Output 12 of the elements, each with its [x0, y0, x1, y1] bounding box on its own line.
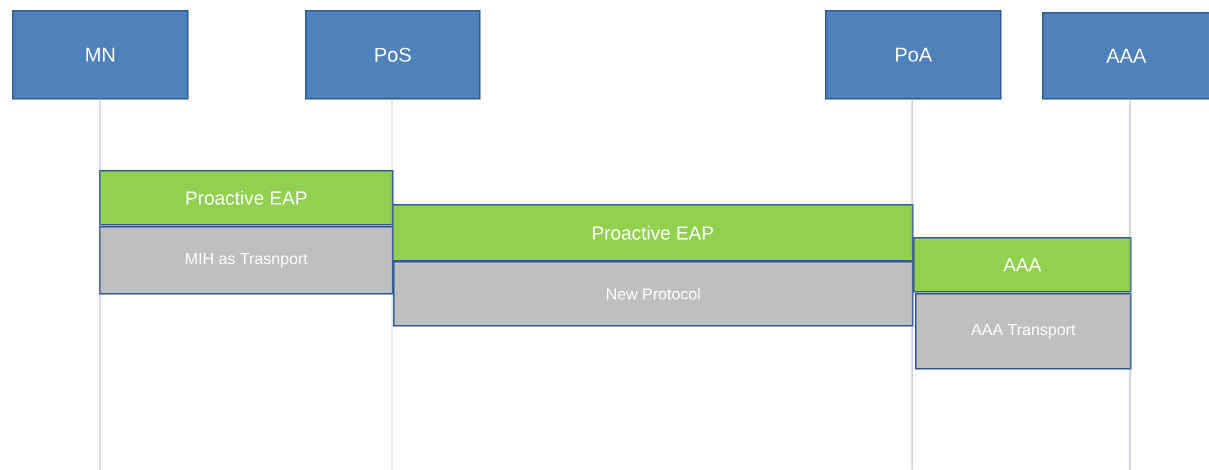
transport-box: AAA Transport: [915, 293, 1132, 370]
header-box: PoA: [825, 10, 1002, 100]
protocol-box: AAA: [913, 237, 1132, 293]
header-box: PoS: [305, 10, 481, 100]
lifeline: [1129, 97, 1131, 470]
header-box: AAA: [1042, 12, 1209, 100]
lifeline: [911, 97, 913, 470]
lifeline: [99, 97, 101, 470]
transport-box: MIH as Trasnport: [99, 226, 394, 295]
protocol-box: Proactive EAP: [99, 170, 394, 226]
protocol-box: Proactive EAP: [392, 204, 914, 262]
header-box: MN: [12, 10, 189, 100]
